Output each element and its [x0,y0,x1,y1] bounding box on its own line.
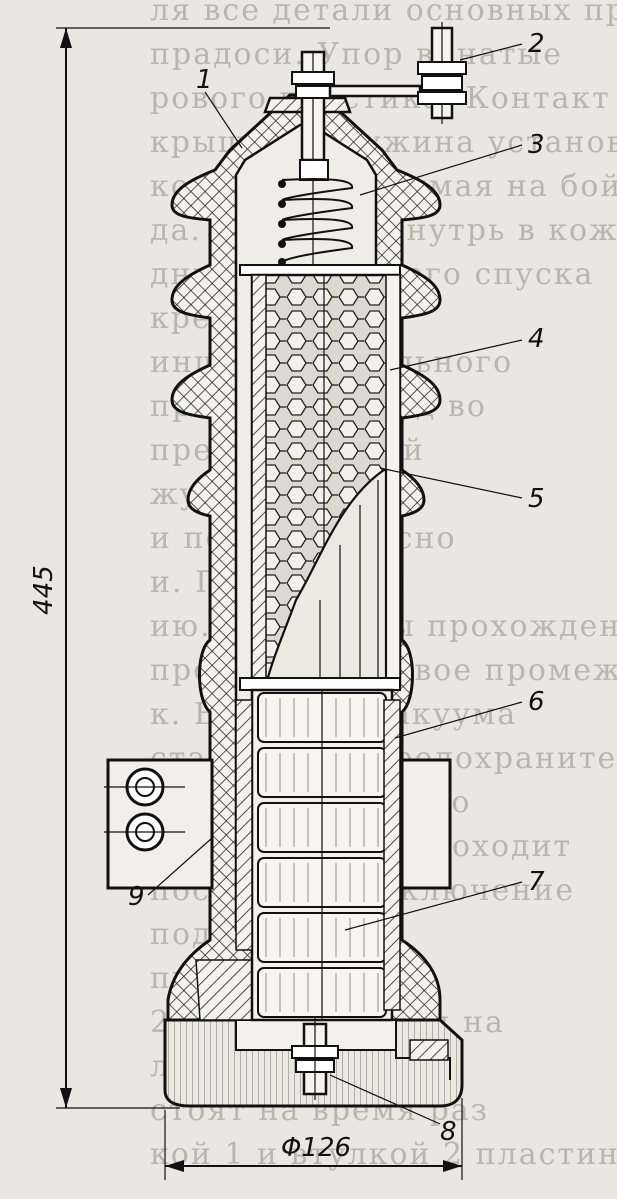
callout-1: 1 [196,65,213,95]
callout-4: 4 [528,324,545,354]
diameter-dimension [164,1098,463,1180]
callout-8: 8 [440,1117,457,1147]
callout-9: 9 [128,882,145,912]
callout-2: 2 [528,29,545,59]
height-label: 445 [29,565,59,615]
spark-gap-stack [239,273,402,691]
callout-5: 5 [528,484,545,514]
diameter-label: Φ126 [281,1133,351,1163]
callout-7: 7 [528,867,545,897]
background-text-line: ля все детали основных проме [150,0,617,28]
background-text-line: прадоси. Упор винатые [150,37,563,72]
resistor-discs [235,688,401,1022]
callout-3: 3 [528,130,545,160]
bottom-bolt [291,1018,339,1100]
height-dimension [56,27,330,1109]
top-terminal [263,22,467,162]
mounting-bracket [104,758,452,890]
leader-lines [147,43,523,1125]
callout-6: 6 [528,687,545,717]
